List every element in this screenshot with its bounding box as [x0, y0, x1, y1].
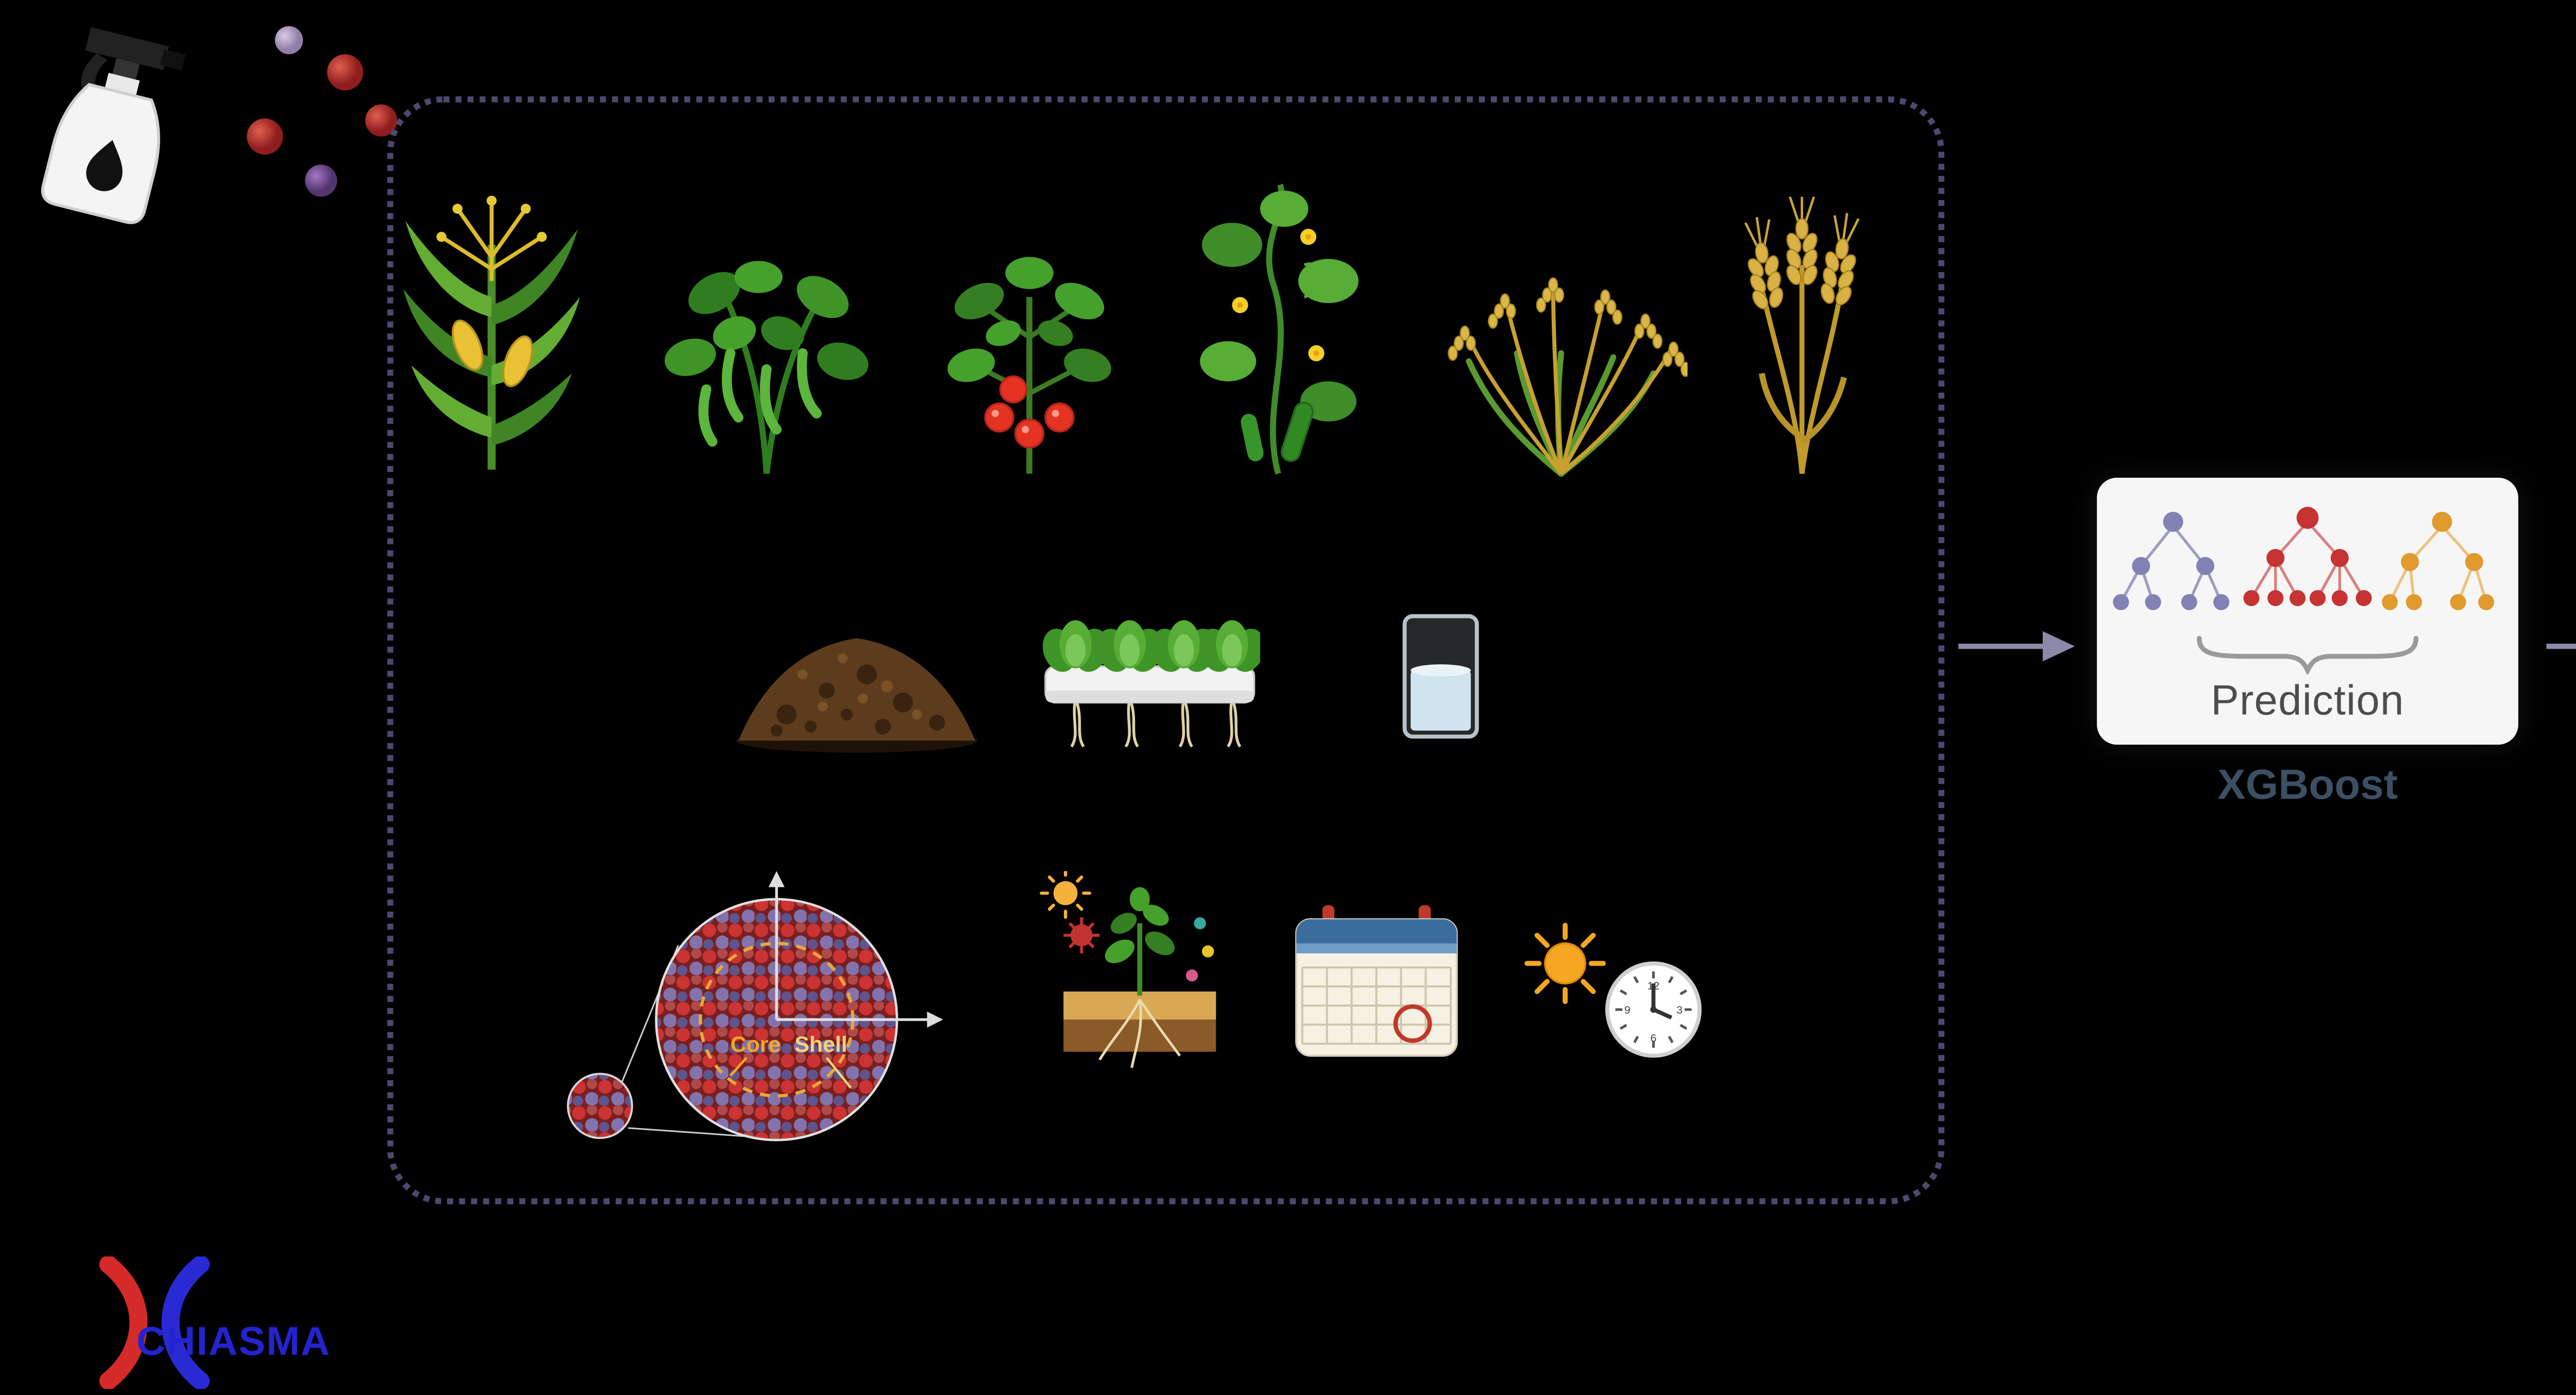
nanoparticle-small [567, 1072, 633, 1139]
bean-plant-icon [665, 261, 869, 474]
plant-exposure-diagram-icon [1040, 871, 1216, 1068]
nanoparticle-icon [247, 118, 283, 155]
core-label: Core [731, 1032, 781, 1057]
decision-tree-blue [2113, 512, 2230, 611]
wheat-plant-icon [1718, 197, 1888, 474]
decision-tree-red [2243, 507, 2372, 607]
prediction-label: Prediction [2211, 678, 2404, 725]
chiasma-wordmark: CHIASMA [136, 1320, 331, 1365]
cucumber-fruit [1241, 414, 1264, 462]
bean-pods [698, 348, 822, 447]
maize-cob [451, 320, 484, 371]
duration-icons: 12 3 6 9 [1524, 922, 1702, 1058]
droplet-icon [86, 140, 123, 191]
calendar-grid [1301, 966, 1452, 1045]
clock-number: 6 [1650, 1032, 1656, 1044]
cucumber-plant-icon [1200, 183, 1359, 475]
model-card: Prediction [2097, 477, 2518, 745]
sprayer-trigger [81, 53, 108, 92]
tomato-leaves [947, 257, 1111, 382]
water-beaker-icon [1402, 614, 1479, 739]
arrow-model-to-output-icon [2546, 644, 2576, 649]
sun-icon [1544, 942, 1586, 985]
plant-leaves [1105, 887, 1175, 964]
bean-leaves [665, 261, 869, 380]
dose-dot [1194, 917, 1206, 930]
soil-pile-icon [736, 638, 977, 753]
tomato-plant-icon [947, 257, 1111, 474]
sprayer-head [85, 27, 169, 70]
nanoparticle-icon [305, 164, 337, 197]
rice-panicles [1448, 277, 1688, 377]
spiky-nanoparticle-icon [1063, 917, 1100, 954]
brace-icon [2197, 635, 2419, 675]
nanoparticle-icon [275, 26, 303, 55]
spray-bottle-icon [41, 27, 185, 224]
sprayer-nozzle [160, 49, 185, 71]
cucumber-fruit [1280, 401, 1314, 462]
clock-number: 9 [1624, 1004, 1631, 1016]
plant-roots [1098, 999, 1181, 1068]
maize-plant-icon [403, 195, 580, 470]
dose-dot [1185, 969, 1198, 982]
xgboost-trees-icon [2113, 507, 2495, 611]
model-name-label: XGBoost [2217, 763, 2398, 809]
clock-hand-minute [1652, 1007, 1672, 1020]
hydroponic-roots [1070, 698, 1242, 748]
hydroponics-tray-icon [1039, 620, 1260, 748]
dose-dot [1201, 945, 1214, 957]
water [1411, 670, 1471, 731]
rice-plant-icon [1448, 277, 1688, 477]
lettuce-plants [1039, 620, 1260, 677]
cucumber-flowers [1232, 229, 1325, 362]
input-parameters-panel [387, 96, 1945, 1204]
decision-tree-orange [2382, 512, 2495, 611]
calendar-date-circle [1393, 1004, 1432, 1043]
wheat-stems [1759, 265, 1845, 474]
nanoparticle-icon [327, 54, 363, 91]
maize-tassel [440, 200, 543, 281]
cucumber-leaves [1200, 191, 1359, 422]
shell-label: Shell [794, 1032, 847, 1057]
glass [1402, 614, 1479, 739]
nanoparticle-spray-particles [247, 26, 398, 197]
sun-icon [1053, 881, 1078, 905]
nanoparticle-icon [365, 104, 398, 137]
tomato-fruits [984, 375, 1075, 449]
chiasma-x-icon [99, 1256, 210, 1389]
chiasma-logo: CHIASMA [72, 1249, 403, 1389]
clock-ticks [1615, 971, 1692, 1048]
maize-cob [502, 335, 533, 388]
core-shell-nanoparticle-diagram: Core Shell [567, 871, 943, 1141]
calendar-icon [1295, 905, 1458, 1057]
clock-number: 3 [1676, 1004, 1683, 1016]
arrow-input-to-model-icon [1958, 631, 2075, 662]
